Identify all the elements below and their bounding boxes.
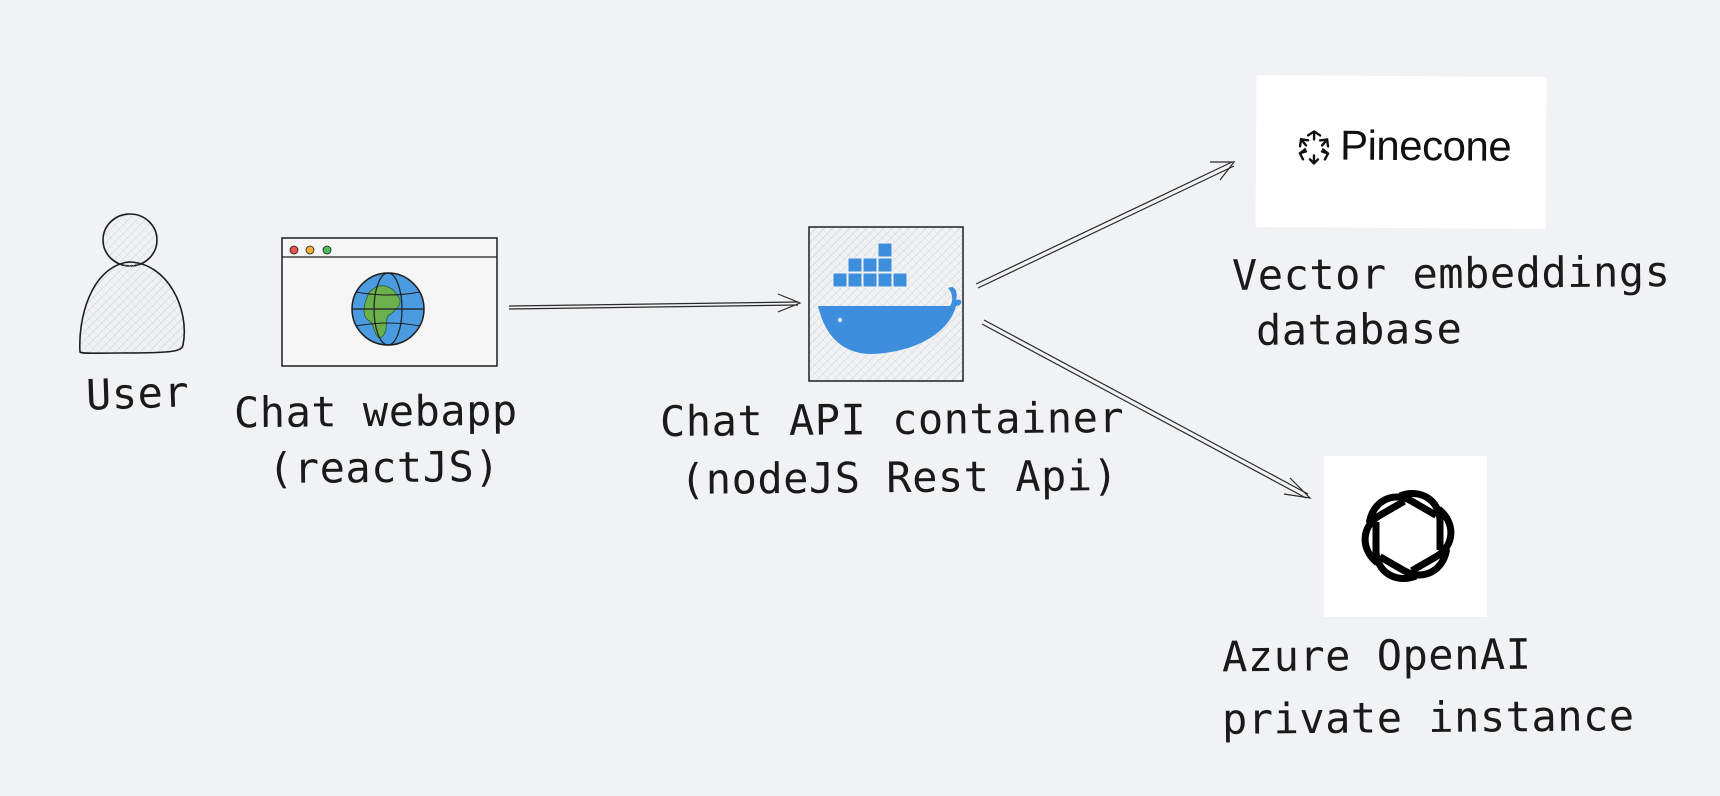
globe-icon bbox=[351, 272, 425, 346]
openai-logo-icon bbox=[1361, 490, 1455, 582]
webapp-label-line1: Chat webapp bbox=[233, 385, 518, 438]
pinecone-logo-text: Pinecone bbox=[1339, 121, 1512, 170]
openai-label-line2: private instance bbox=[1221, 691, 1635, 744]
api-label-line1: Chat API container bbox=[659, 392, 1125, 447]
api-label-line2: (nodeJS Rest Api) bbox=[679, 451, 1119, 504]
docker-whale-icon bbox=[808, 226, 964, 382]
pinecone-label-line1: Vector embeddings bbox=[1231, 247, 1671, 300]
arrow-webapp-to-api bbox=[508, 293, 802, 313]
arrow-api-to-openai bbox=[981, 319, 1312, 499]
webapp-label-line2: (reactJS) bbox=[267, 441, 501, 494]
user-label: User bbox=[85, 367, 190, 420]
pinecone-label-line2: database bbox=[1255, 304, 1463, 355]
pinecone-logo-box: Pinecone bbox=[1255, 74, 1547, 230]
user-icon bbox=[78, 213, 185, 355]
pinecone-logo-icon bbox=[1298, 129, 1330, 166]
arrow-api-to-pinecone bbox=[975, 161, 1236, 289]
openai-label-line1: Azure OpenAI bbox=[1221, 629, 1532, 682]
browser-window-icon bbox=[281, 237, 498, 367]
